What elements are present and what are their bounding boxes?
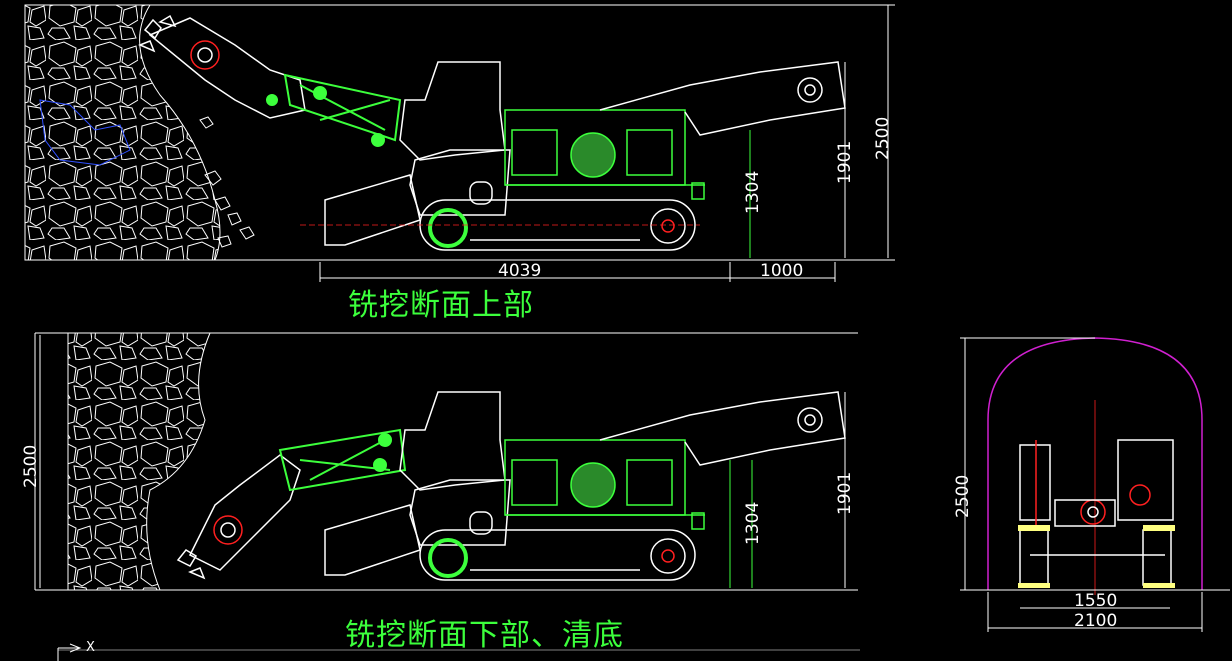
upper-rock-face bbox=[24, 4, 255, 261]
upper-view: 4039 1000 1304 1901 2500 bbox=[24, 4, 895, 282]
upper-power-pack bbox=[504, 109, 705, 200]
section-dim-tunnel-width: 2100 bbox=[1074, 611, 1117, 631]
lower-tracks bbox=[419, 529, 696, 581]
lower-dim-track-height: 1304 bbox=[743, 502, 763, 545]
upper-boom bbox=[266, 73, 402, 147]
upper-machine bbox=[138, 14, 846, 251]
lower-body bbox=[324, 391, 511, 576]
ucs-axis-icon bbox=[57, 643, 860, 661]
upper-dim-body-height: 1901 bbox=[835, 141, 855, 184]
lower-machine bbox=[176, 391, 846, 581]
upper-cutter-head bbox=[138, 14, 306, 119]
lower-dim-body-height: 1901 bbox=[835, 472, 855, 515]
upper-conveyor bbox=[599, 61, 846, 136]
upper-dim-tunnel-height: 2500 bbox=[873, 117, 893, 160]
upper-caption: 铣挖断面上部 bbox=[348, 288, 534, 323]
upper-dimensions bbox=[319, 5, 889, 282]
section-dim-height: 2500 bbox=[953, 475, 973, 518]
ucs-axis-label: X bbox=[86, 640, 95, 655]
upper-body bbox=[324, 61, 511, 246]
lower-boom bbox=[278, 428, 407, 492]
section-dimensions bbox=[960, 337, 1230, 632]
section-view: 2500 1550 2100 bbox=[953, 337, 1230, 632]
lower-rock-face bbox=[67, 332, 211, 591]
lower-cutter-head bbox=[176, 454, 301, 580]
upper-dim-track-height: 1304 bbox=[743, 171, 763, 214]
section-dim-track-width: 1550 bbox=[1074, 591, 1117, 611]
lower-caption: 铣挖断面下部、清底 bbox=[345, 618, 624, 653]
lower-dimensions bbox=[39, 335, 846, 588]
lower-view: 1304 1901 2500 bbox=[21, 332, 858, 591]
lower-conveyor bbox=[599, 391, 846, 466]
lower-dim-tunnel-height: 2500 bbox=[21, 445, 41, 488]
upper-dim-extension: 1000 bbox=[760, 261, 803, 281]
upper-dim-length: 4039 bbox=[498, 261, 541, 281]
lower-power-pack bbox=[504, 439, 705, 530]
section-tracks bbox=[1018, 525, 1175, 588]
section-machine bbox=[1019, 439, 1174, 586]
